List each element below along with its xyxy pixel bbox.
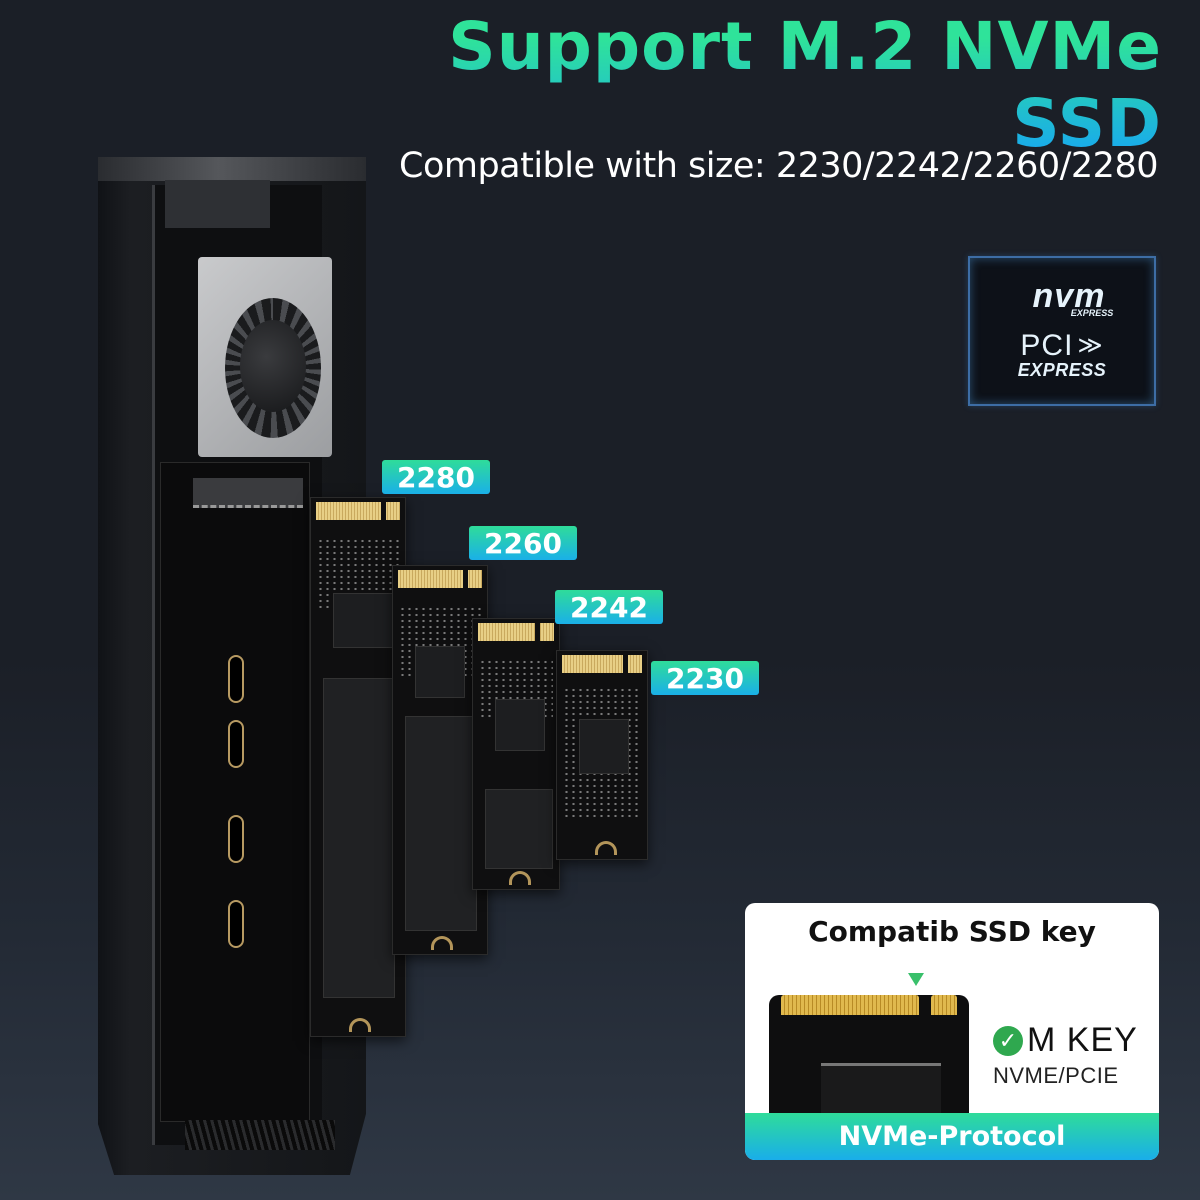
enclosure-bracket (165, 180, 270, 228)
ssd-2242 (472, 618, 560, 890)
page-subtitle: Compatible with size: 2230/2242/2260/228… (399, 146, 1159, 186)
pci-logo-text: PCI ≫ (1020, 328, 1104, 362)
page-title: Support M.2 NVMe SSD (312, 8, 1162, 162)
mount-hole (228, 900, 244, 948)
ssd-2230 (556, 650, 648, 860)
m2-connector (193, 478, 303, 508)
fan-hub (240, 320, 306, 412)
key-card-title: Compatib SSD key (808, 915, 1096, 948)
nvm-logo-text: nvm (1032, 276, 1106, 315)
size-badge-2260: 2260 (469, 526, 577, 560)
pci-text: PCI (1020, 328, 1074, 362)
mount-hole (228, 815, 244, 863)
nvme-pcie-logo: nvm EXPRESS PCI ≫ EXPRESS (968, 256, 1156, 406)
pci-arrow-icon: ≫ (1077, 331, 1104, 359)
mount-hole (228, 655, 244, 703)
ssd-2280 (310, 497, 406, 1037)
nvm-express-text: EXPRESS (1070, 307, 1114, 318)
nvme-protocol-bar: NVMe-Protocol (745, 1113, 1159, 1160)
ssd-key-card: Compatib SSD key ✓ M KEY NVME/PCIE NVMe-… (745, 903, 1159, 1160)
m-key-label: M KEY (1027, 1021, 1138, 1059)
m-key-row: ✓ M KEY (993, 1021, 1138, 1060)
size-badge-2242: 2242 (555, 590, 663, 624)
key-notch-indicator-icon (908, 973, 924, 986)
enclosure-vent (185, 1120, 335, 1150)
pci-express-text: EXPRESS (1017, 359, 1107, 380)
mount-hole (228, 720, 244, 768)
enclosure-cap (98, 157, 366, 181)
size-badge-2230: 2230 (651, 661, 759, 695)
check-icon: ✓ (993, 1025, 1023, 1056)
nvme-pcie-label: NVME/PCIE (993, 1063, 1119, 1088)
size-badge-2280: 2280 (382, 460, 490, 494)
m-key-ssd-image (769, 995, 969, 1115)
enclosure-pcb (160, 462, 310, 1122)
